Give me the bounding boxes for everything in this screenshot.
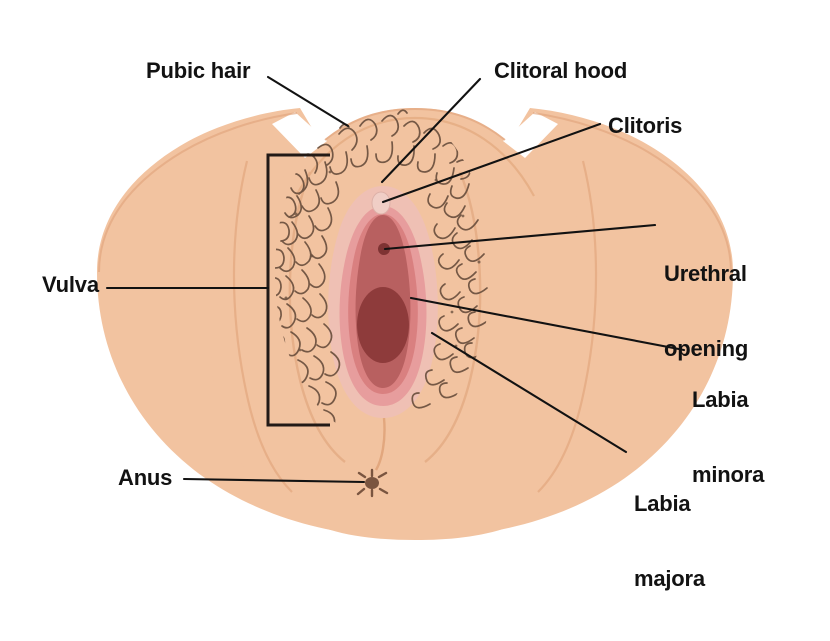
urethral-opening-leader (383, 223, 657, 251)
diagram-canvas: Pubic hair Clitoral hood Clitoris Urethr… (42, 58, 765, 591)
label-clitoral-hood: Clitoral hood (494, 58, 628, 83)
body-group (97, 107, 733, 540)
left-labial-fold (288, 171, 346, 463)
clitoris-marker (371, 191, 391, 215)
mons-top-edge (324, 107, 506, 141)
label-labia-minora-line1: Labia (692, 387, 749, 412)
clitoris-leader (381, 122, 602, 204)
vulva-bracket (266, 153, 330, 427)
label-urethral-opening-line2: opening (664, 336, 749, 361)
label-labia-majora: Labia majora (634, 441, 705, 641)
notch-right (503, 112, 558, 158)
vulva-group (328, 186, 438, 418)
label-vulva: Vulva (42, 272, 99, 297)
label-labia-minora: Labia minora (692, 337, 764, 537)
label-pubic-hair: Pubic hair (146, 58, 251, 83)
left-outer-contour (98, 112, 298, 273)
anus-marker (356, 468, 389, 498)
perineum-line (374, 417, 386, 471)
label-labia-minora-line2: minora (692, 462, 765, 487)
leader-lines-group (105, 75, 686, 484)
left-groin-crease (232, 160, 293, 493)
vaginal-opening (357, 287, 409, 363)
labia-majora-leader (430, 331, 628, 454)
vulva-anatomy-illustration (97, 75, 733, 540)
label-anus: Anus (118, 465, 173, 490)
clitoral-hood-leader (380, 77, 482, 184)
pubic-hair-specks (284, 170, 481, 352)
label-labia-majora-line2: majora (634, 566, 705, 591)
notch-left (272, 112, 327, 158)
label-labia-majora-line1: Labia (634, 491, 691, 516)
right-groin-crease (537, 160, 598, 493)
pubic-hair-leader (266, 75, 350, 128)
right-outer-contour (532, 112, 732, 273)
label-urethral-opening: Urethral opening (664, 211, 748, 411)
label-urethral-opening-line1: Urethral (664, 261, 747, 286)
labia-minora-leader (409, 296, 686, 352)
label-clitoris: Clitoris (608, 113, 683, 138)
anus-leader (182, 477, 366, 484)
